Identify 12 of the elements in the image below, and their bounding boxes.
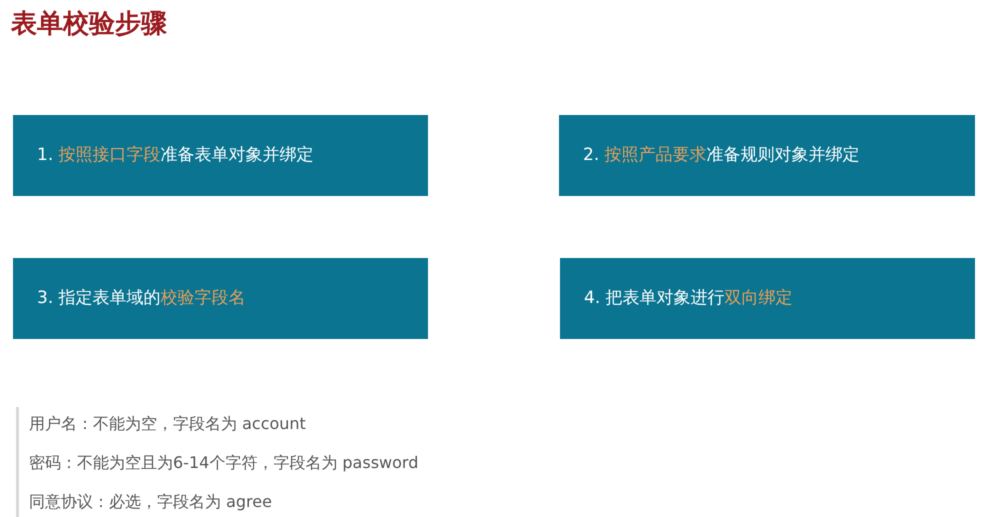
note-text: 用户名：不能为空，字段名为 account [29,413,306,435]
step-box [559,115,975,196]
step-box [13,258,428,339]
step-box [560,258,975,339]
step-box [13,115,428,196]
note-text: 密码：不能为空且为6-14个字符，字段名为 password [29,452,418,474]
step-text: 3. 指定表单域的校验字段名 [37,286,246,310]
step-text: 2. 按照产品要求准备规则对象并绑定 [583,144,860,166]
step-text: 4. 把表单对象进行双向绑定 [584,286,793,310]
step-text: 1. 按照接口字段准备表单对象并绑定 [37,144,314,166]
note-text: 同意协议：必选，字段名为 agree [29,491,272,513]
title-text: 表单校验步骤 [11,8,167,40]
